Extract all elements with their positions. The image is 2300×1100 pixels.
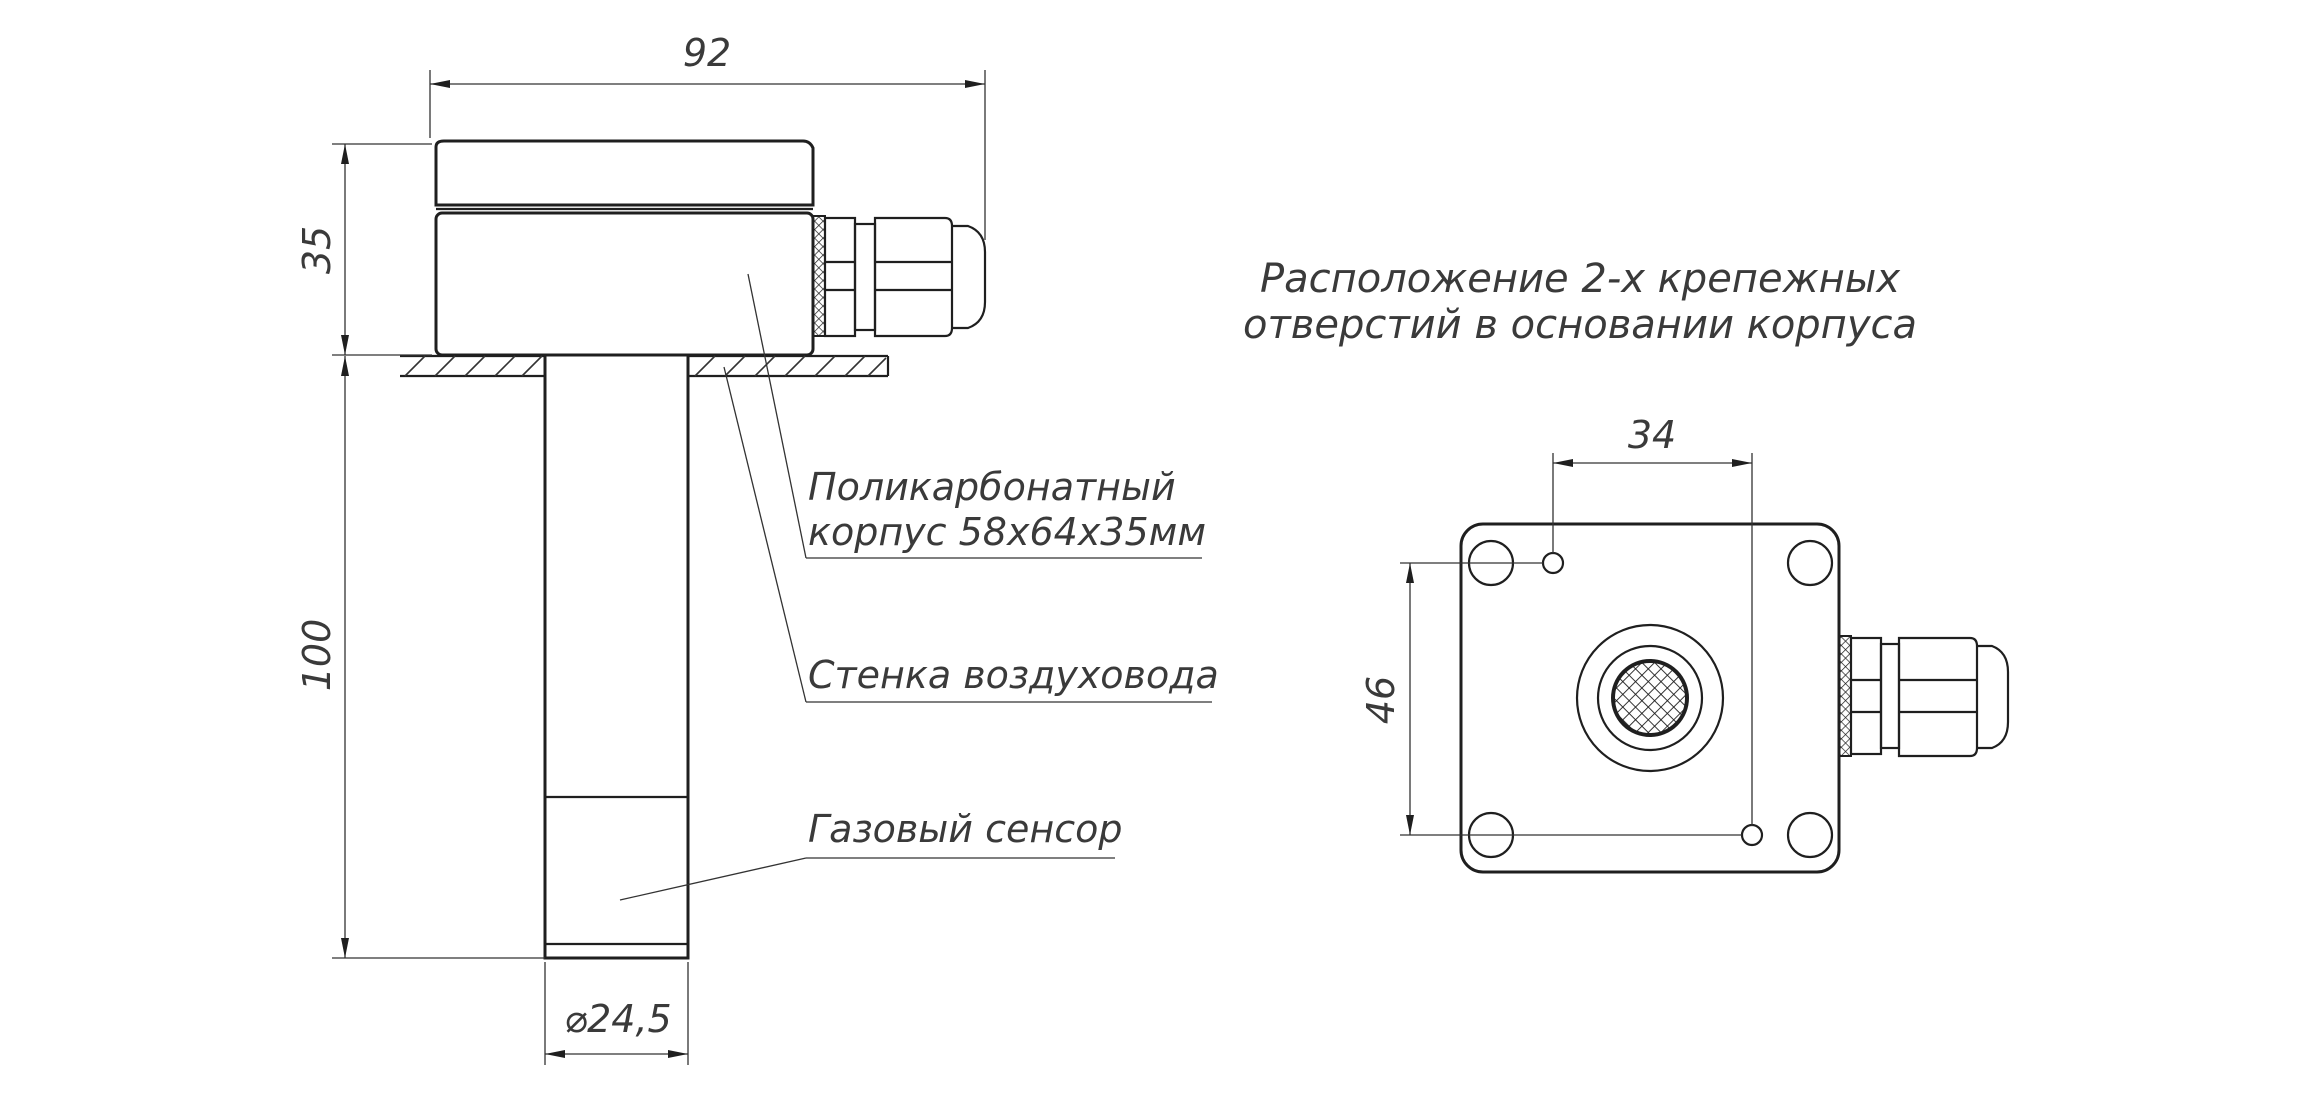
- mounting-hole: [1541, 551, 1565, 575]
- housing-lid: [434, 139, 815, 207]
- dimension-34: 34: [1552, 413, 1753, 826]
- callout-housing-line1: Поликарбонатный: [808, 465, 1176, 509]
- dimension-100-label: 100: [295, 619, 339, 692]
- dimension-34-label: 34: [1628, 413, 1676, 457]
- probe-tube: [543, 353, 690, 960]
- side-view: 92 35 100 ⌀24,5 Поликарбонатный корп: [295, 31, 1219, 1065]
- housing-body: [434, 211, 815, 357]
- dimension-35: 35: [295, 143, 432, 356]
- dimension-46-label: 46: [1359, 676, 1403, 724]
- callout-gas-sensor: Газовый сенсор: [619, 807, 1122, 901]
- callout-housing: Поликарбонатный корпус 58х64х35мм: [747, 273, 1206, 559]
- dimension-92-label: 92: [683, 31, 731, 75]
- callout-duct-wall: Стенка воздуховода: [723, 366, 1219, 703]
- dimension-92: 92: [429, 31, 986, 240]
- dimension-diameter-label: ⌀24,5: [564, 997, 672, 1041]
- callout-duct-wall-label: Стенка воздуховода: [808, 653, 1219, 697]
- callout-gas-sensor-label: Газовый сенсор: [808, 807, 1122, 851]
- cable-gland-plan: [1838, 635, 2010, 758]
- cable-gland: [812, 215, 987, 338]
- corner-hole: [1786, 811, 1834, 859]
- duct-wall: [400, 354, 890, 378]
- plan-view-title-line2: отверстий в основании корпуса: [1243, 302, 1917, 348]
- mounting-hole: [1740, 823, 1764, 847]
- dimension-100: 100: [295, 356, 545, 959]
- dimension-46: 46: [1359, 562, 1742, 836]
- sensor-opening: [1575, 623, 1725, 773]
- plan-view: Расположение 2-х крепежных отверстий в о…: [1243, 256, 2010, 874]
- dimension-diameter: ⌀24,5: [544, 962, 689, 1065]
- dimension-35-label: 35: [295, 226, 339, 274]
- plan-view-title-line1: Расположение 2-х крепежных: [1260, 256, 1900, 302]
- corner-hole: [1786, 539, 1834, 587]
- callout-housing-line2: корпус 58х64х35мм: [808, 510, 1206, 554]
